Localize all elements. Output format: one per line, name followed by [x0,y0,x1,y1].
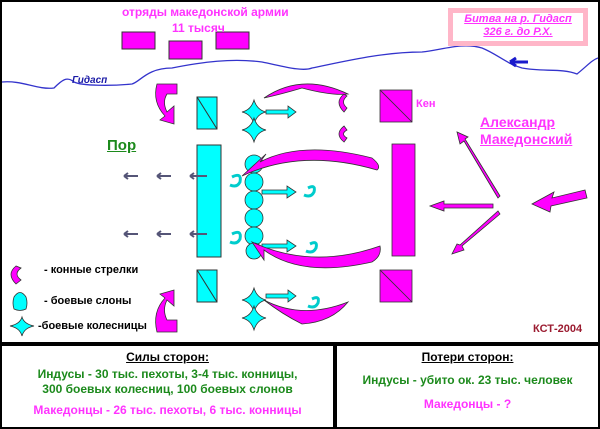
macedonian-detachment-3 [215,31,250,50]
title-line-1[interactable]: Битва на р. Гидасп [464,13,572,25]
forces-indians-line1: Индусы - 30 тыс. пехоты, 3-4 тыс. конниц… [37,367,298,381]
battle-map: отряды македонской армии 11 тысяч Битва … [2,2,598,342]
losses-indians: Индусы - убито ок. 23 тыс. человек [362,373,573,387]
macedonian-detachment-2 [168,40,203,60]
alexander-label[interactable]: Александр Македонский [480,114,573,147]
legend-elephants: - боевые слоны [44,295,132,307]
river-label: Гидасп [72,75,108,86]
forces-macedonians: Македонцы - 26 тыс. пехоты, 6 тыс. конни… [33,403,302,417]
legend-icons [9,292,35,337]
forces-heading: Силы сторон: [126,350,209,364]
legend-chariots: -боевые колесницы [38,320,147,332]
river-flow-arrow-icon [509,56,528,68]
forces-indians-line2: 300 боевых колесниц, 100 боевых слонов [42,382,293,396]
indian-infantry-main [196,144,222,258]
macedonian-phalanx [391,143,416,257]
map-graphics [2,31,598,337]
macedonian-detachment-1 [121,31,156,50]
losses-panel: Потери сторон: Индусы - убито ок. 23 тыс… [337,346,598,427]
macedonian-army [10,83,588,333]
title-line-2[interactable]: 326 г. до Р.Х. [483,26,553,38]
ken-label: Кен [416,98,436,110]
legend-elephant-icon [12,292,28,311]
losses-macedonians: Македонцы - ? [423,397,512,411]
top-detachment-count: 11 тысяч [172,21,225,35]
losses-heading: Потери сторон: [421,350,514,364]
signature: КСТ-2004 [533,323,583,335]
river-hydaspes [2,45,598,89]
legend-horse-archers: - конные стрелки [44,264,139,276]
forces-panel: Силы сторон: Индусы - 30 тыс. пехоты, 3-… [2,346,333,427]
por-label[interactable]: Пор [107,137,137,154]
title-box: Битва на р. Гидасп 326 г. до Р.Х. [448,8,588,46]
legend-chariot-icon [9,315,35,337]
indian-army [123,96,320,332]
top-detachment-label: отряды македонской армии [122,5,289,19]
